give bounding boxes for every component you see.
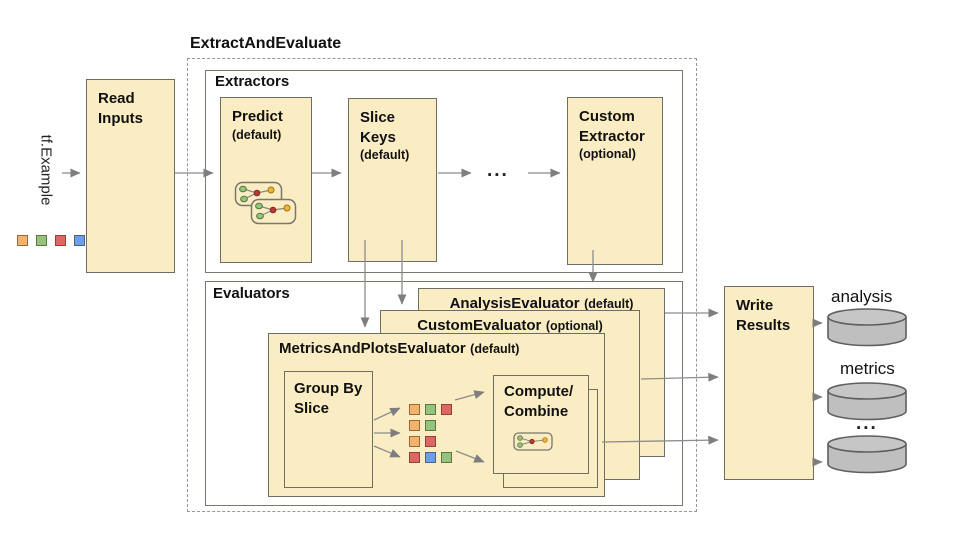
write-results-title: Write Results bbox=[736, 297, 791, 334]
green-square bbox=[425, 404, 436, 415]
green-square bbox=[36, 235, 47, 246]
slice-group-row bbox=[409, 404, 452, 415]
read-inputs-title: Read Inputs bbox=[98, 90, 143, 127]
compute-combine-title-line2: Combine bbox=[504, 402, 569, 420]
analysis-evaluator-qualifier: (default) bbox=[584, 297, 634, 311]
predict-box: Predict (default) bbox=[220, 97, 312, 263]
outputs-ellipsis: ... bbox=[856, 413, 878, 434]
analysis-database-icon bbox=[827, 308, 907, 347]
write-results-box: Write Results bbox=[724, 286, 814, 480]
slice-keys-qualifier: (default) bbox=[360, 148, 410, 162]
orange-square bbox=[409, 420, 420, 431]
green-square bbox=[441, 452, 452, 463]
custom-evaluator-title: CustomEvaluator bbox=[417, 317, 542, 334]
metrics-and-plots-qualifier: (default) bbox=[470, 342, 520, 356]
input-squares bbox=[17, 235, 85, 246]
orange-square bbox=[17, 235, 28, 246]
group-by-slice-title: Group By Slice bbox=[294, 380, 363, 417]
red-square bbox=[425, 436, 436, 447]
red-square bbox=[55, 235, 66, 246]
predict-title: Predict bbox=[232, 108, 283, 125]
slice-group-row bbox=[409, 420, 436, 431]
metrics-and-plots-title: MetricsAndPlotsEvaluator bbox=[279, 340, 466, 357]
group-by-slice-box: Group By Slice bbox=[284, 371, 373, 488]
slice-keys-title: Slice Keys bbox=[360, 109, 396, 146]
slice-keys-box: Slice Keys (default) bbox=[348, 98, 437, 262]
read-inputs-box: Read Inputs bbox=[86, 79, 175, 273]
other-database-icon bbox=[827, 435, 907, 474]
metrics-database-icon bbox=[827, 382, 907, 421]
orange-square bbox=[409, 436, 420, 447]
extract-and-evaluate-frame bbox=[187, 58, 697, 512]
orange-square bbox=[409, 404, 420, 415]
slice-group-row bbox=[409, 436, 436, 447]
evaluators-label: Evaluators bbox=[213, 285, 290, 302]
predict-qualifier: (default) bbox=[232, 127, 282, 142]
metrics-output-label: metrics bbox=[840, 359, 895, 378]
evaluators-container: Evaluators bbox=[205, 281, 683, 506]
analysis-output-label: analysis bbox=[831, 287, 893, 306]
red-square bbox=[441, 404, 452, 415]
compute-combine-title-line1: Compute/ bbox=[504, 383, 574, 400]
blue-square bbox=[425, 452, 436, 463]
analysis-evaluator-title: AnalysisEvaluator bbox=[449, 295, 580, 312]
metrics-and-plots-evaluator-box: MetricsAndPlotsEvaluator (default) Group… bbox=[268, 333, 605, 497]
model-network-icon bbox=[234, 181, 297, 225]
red-square bbox=[409, 452, 420, 463]
slice-group-row bbox=[409, 452, 452, 463]
extractors-label: Extractors bbox=[215, 73, 290, 90]
extractors-ellipsis: ... bbox=[487, 160, 509, 181]
compute-combine-box: Compute/ Combine bbox=[493, 375, 589, 474]
custom-extractor-title: Custom Extractor bbox=[579, 108, 645, 145]
blue-square bbox=[74, 235, 85, 246]
custom-extractor-qualifier: (optional) bbox=[579, 147, 636, 161]
model-network-icon bbox=[513, 432, 553, 451]
custom-evaluator-qualifier: (optional) bbox=[545, 319, 603, 333]
tf-example-label: tf.Example bbox=[37, 134, 55, 206]
custom-extractor-box: Custom Extractor (optional) bbox=[567, 97, 663, 265]
green-square bbox=[425, 420, 436, 431]
pipeline-title: ExtractAndEvaluate bbox=[190, 35, 342, 52]
